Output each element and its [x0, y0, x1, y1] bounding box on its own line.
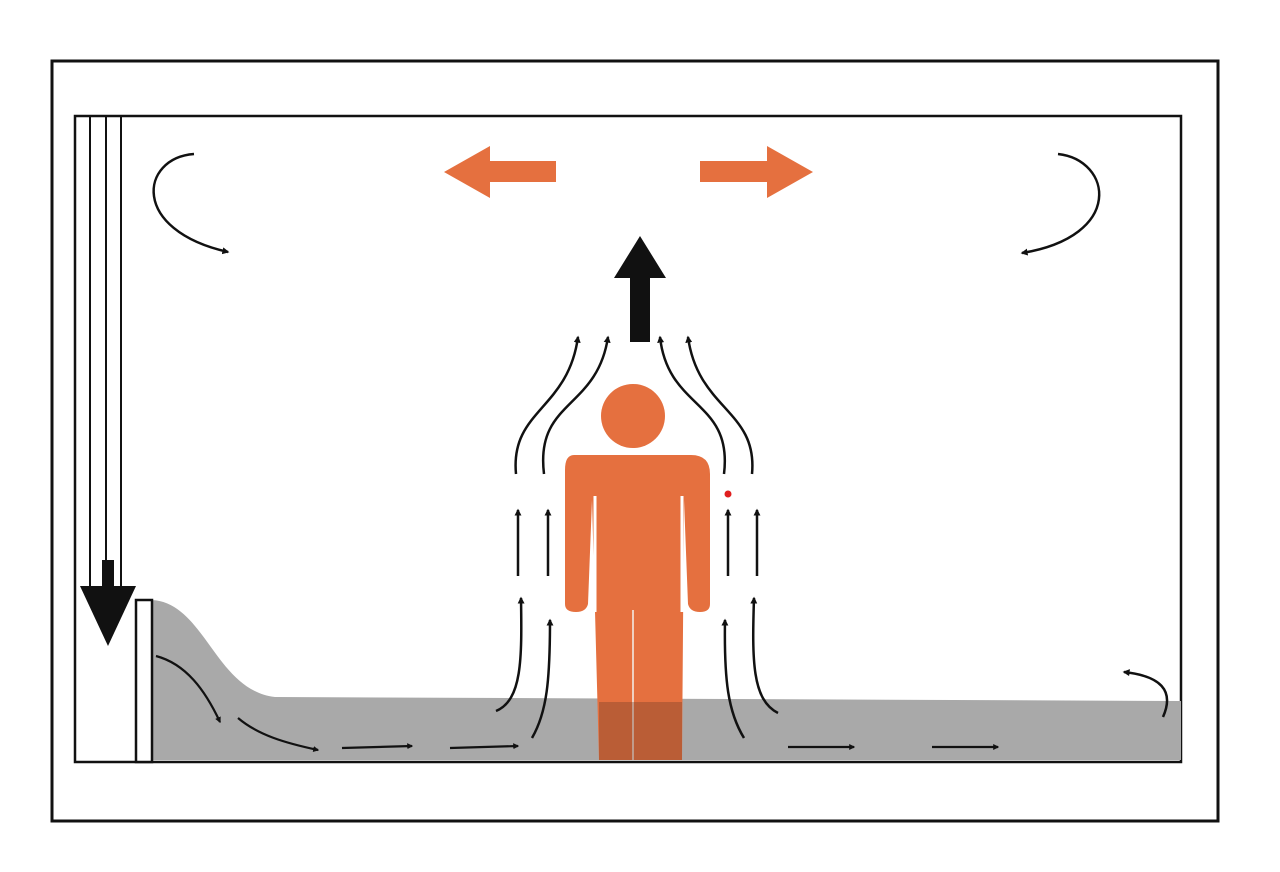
- floor-rise-arrow-2-icon: [530, 618, 554, 739]
- floor-rise-arrow-4-icon: [750, 596, 779, 715]
- floor-flow-arrow-4-icon: [449, 743, 520, 750]
- floor-rise-arrow-1-icon: [495, 596, 525, 713]
- floor-rise-arrow-3-icon: [721, 618, 746, 739]
- plume-arrow-4-icon: [685, 335, 754, 475]
- person-body: [565, 455, 710, 760]
- person-head: [601, 384, 665, 448]
- red-dot-marker: [724, 490, 732, 498]
- radiator-panel: [134, 598, 154, 764]
- down-arrow-shaft: [102, 560, 114, 588]
- orange-arrow-right-icon: [700, 146, 813, 198]
- floor-flow-arrow-1-icon: [155, 654, 221, 724]
- circulation-corner-arrow-icon: [1122, 669, 1169, 718]
- down-arrow-icon: [80, 586, 136, 646]
- big-up-arrow-icon: [614, 236, 666, 342]
- plume-arrow-1-icon: [514, 335, 581, 475]
- circulation-right-arrow-icon: [1020, 152, 1101, 256]
- floor-flow-arrow-3-icon: [341, 743, 414, 750]
- circulation-left-arrow-icon: [152, 152, 230, 255]
- outer-frame: [50, 59, 1220, 823]
- standing-person-icon: [565, 384, 710, 760]
- person-legs-in-floor-air: [599, 702, 682, 760]
- orange-arrow-left-icon: [444, 146, 556, 198]
- room-outline: [73, 114, 1183, 764]
- floor-flow-arrow-2-icon: [237, 717, 320, 752]
- floor-air-layer: [152, 600, 1181, 760]
- plume-arrow-3-icon: [657, 335, 727, 475]
- plume-arrow-2-icon: [541, 335, 611, 475]
